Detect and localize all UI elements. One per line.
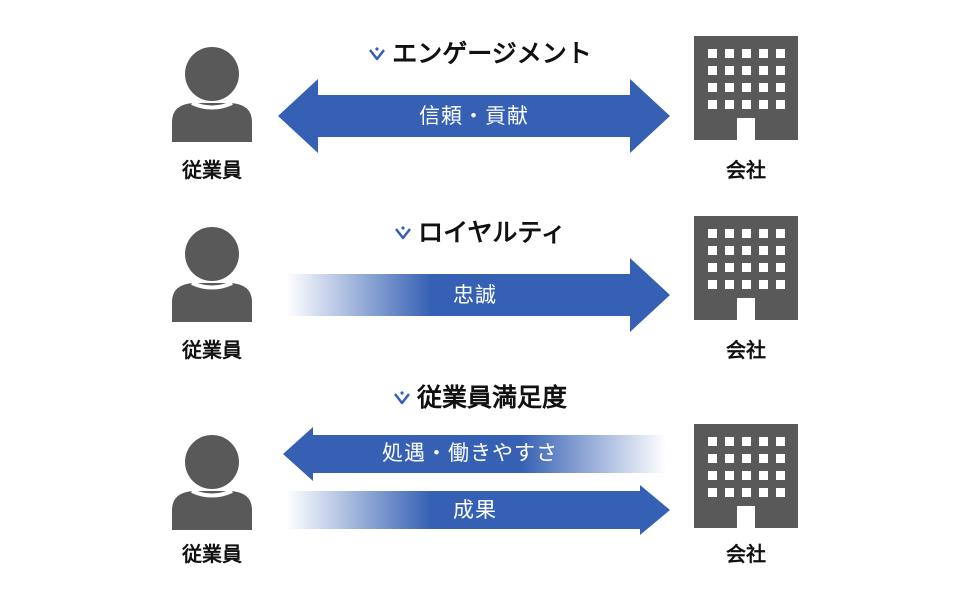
employee-label: 従業員	[182, 542, 242, 566]
loyalty-heading: ロイヤルティ	[0, 216, 960, 249]
trust-contribution-arrow	[278, 79, 670, 153]
building-icon	[694, 36, 798, 140]
heading-text: ロイヤルティ	[418, 218, 566, 247]
engagement-heading: エンゲージメント	[0, 37, 960, 70]
satisfaction-heading: 従業員満足度	[0, 381, 960, 414]
person-icon	[172, 227, 252, 322]
v-check-mark-icon	[369, 47, 386, 61]
heading-text: エンゲージメント	[392, 39, 592, 68]
loyalty-label: 忠誠	[453, 283, 497, 307]
company-label: 会社	[726, 338, 766, 362]
results-arrow	[286, 485, 670, 535]
trust-contribution-label: 信頼・貢献	[419, 104, 529, 128]
person-icon	[172, 47, 252, 142]
treatment-label: 処遇・働きやすさ	[382, 441, 558, 465]
company-label: 会社	[726, 542, 766, 566]
company-label: 会社	[726, 158, 766, 182]
building-icon	[694, 424, 798, 528]
employee-label: 従業員	[182, 158, 242, 182]
v-check-mark-icon	[395, 226, 412, 240]
person-icon	[172, 435, 252, 530]
employee-label: 従業員	[182, 338, 242, 362]
building-icon	[694, 216, 798, 320]
results-label: 成果	[453, 498, 497, 522]
treatment-arrow	[283, 427, 666, 481]
v-check-mark-icon	[393, 391, 410, 405]
loyalty-arrow	[286, 258, 670, 332]
heading-text: 従業員満足度	[416, 383, 567, 412]
